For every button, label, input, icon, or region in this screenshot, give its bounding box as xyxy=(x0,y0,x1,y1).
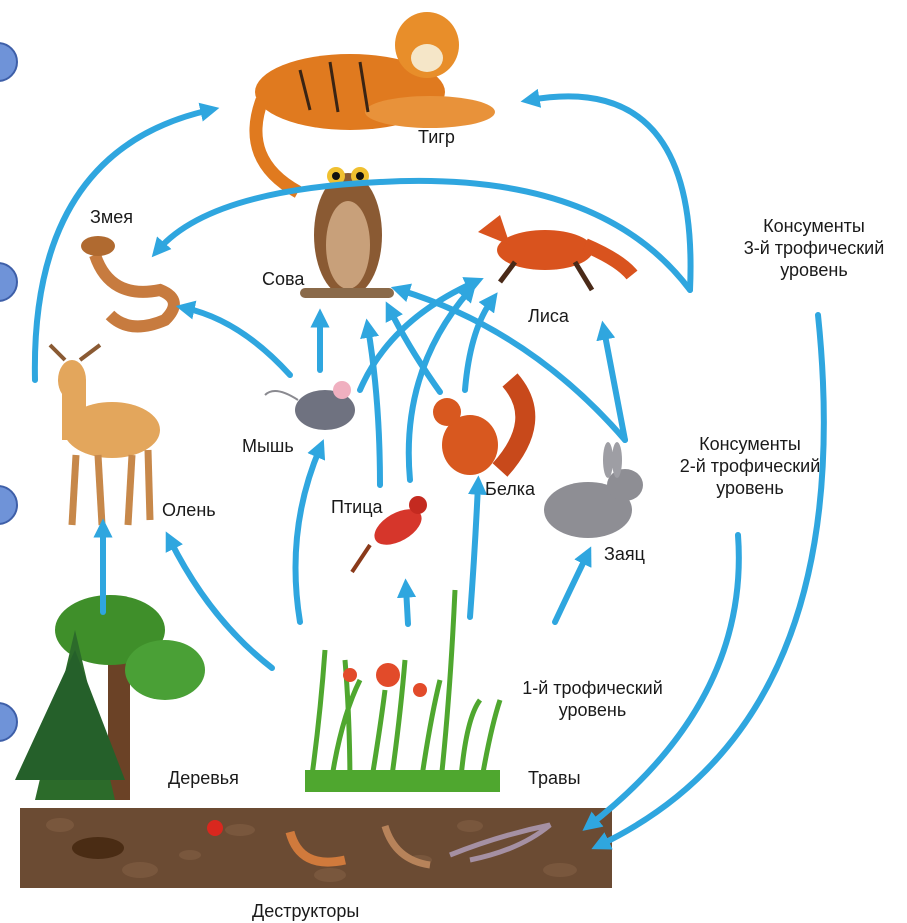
label-fox: Лиса xyxy=(528,305,569,327)
soil-icon xyxy=(20,808,612,888)
level-3-line: 3-й трофический xyxy=(725,237,903,259)
deer-icon xyxy=(50,345,160,525)
level-1-line: 1-й трофический xyxy=(500,677,685,699)
label-deer: Олень xyxy=(162,499,216,521)
label-tiger: Тигр xyxy=(418,126,455,148)
level-1-line: уровень xyxy=(500,699,685,721)
level-3-line: уровень xyxy=(725,259,903,281)
hare-icon xyxy=(544,442,643,538)
level-1-label: 1-й трофический уровень xyxy=(500,677,685,721)
level-2-label: Консументы 2-й трофический уровень xyxy=(660,433,840,499)
label-squirrel: Белка xyxy=(485,478,535,500)
level-3-line: Консументы xyxy=(725,215,903,237)
level-2-line: 2-й трофический xyxy=(660,455,840,477)
label-hare: Заяц xyxy=(604,543,645,565)
level-2-line: уровень xyxy=(660,477,840,499)
tiger-icon xyxy=(255,12,495,192)
squirrel-icon xyxy=(433,380,525,475)
label-mouse: Мышь xyxy=(242,435,294,457)
label-grass: Травы xyxy=(528,767,581,789)
label-decomposers: Деструкторы xyxy=(252,900,359,922)
label-bird: Птица xyxy=(331,496,383,518)
label-trees: Деревья xyxy=(168,767,239,789)
fox-icon xyxy=(478,215,632,290)
grass-icon xyxy=(305,590,500,792)
label-owl: Сова xyxy=(262,268,304,290)
level-3-label: Консументы 3-й трофический уровень xyxy=(725,215,903,281)
label-snake: Змея xyxy=(90,206,133,228)
mouse-icon xyxy=(265,381,355,430)
level-2-line: Консументы xyxy=(660,433,840,455)
